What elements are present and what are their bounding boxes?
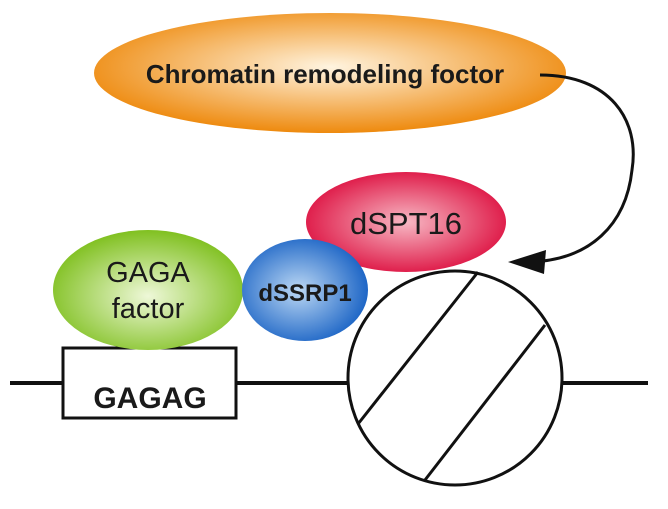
dspt16-label: dSPT16 bbox=[350, 206, 462, 241]
remodeler-ellipse bbox=[94, 13, 566, 133]
nucleosome-stripe bbox=[356, 271, 480, 425]
gaga-factor-label-line2: factor bbox=[112, 293, 185, 325]
dspt16: dSPT16 bbox=[306, 172, 506, 272]
dssrp1-label: dSSRP1 bbox=[258, 280, 351, 307]
arrowhead-icon bbox=[508, 250, 546, 274]
nucleosome-stripe bbox=[423, 324, 547, 481]
gagag-element: GAGAG bbox=[61, 346, 238, 420]
gagag-label: GAGAG bbox=[93, 382, 206, 415]
chromatin-remodeling-factor: Chromatin remodeling foctor bbox=[94, 13, 566, 133]
dssrp1: dSSRP1 bbox=[242, 239, 368, 341]
dspt16-ellipse bbox=[306, 172, 506, 272]
arrow-path bbox=[529, 73, 635, 264]
remodeling-arrow bbox=[508, 73, 635, 274]
gaga-factor-ellipse bbox=[53, 230, 243, 350]
gaga-factor: GAGA factor bbox=[53, 230, 243, 350]
remodeler-label: Chromatin remodeling foctor bbox=[146, 59, 504, 89]
nucleosome-circle bbox=[346, 269, 564, 487]
dssrp1-ellipse bbox=[242, 239, 368, 341]
gaga-factor-label-line1: GAGA bbox=[106, 257, 190, 289]
nucleosome bbox=[346, 269, 564, 487]
